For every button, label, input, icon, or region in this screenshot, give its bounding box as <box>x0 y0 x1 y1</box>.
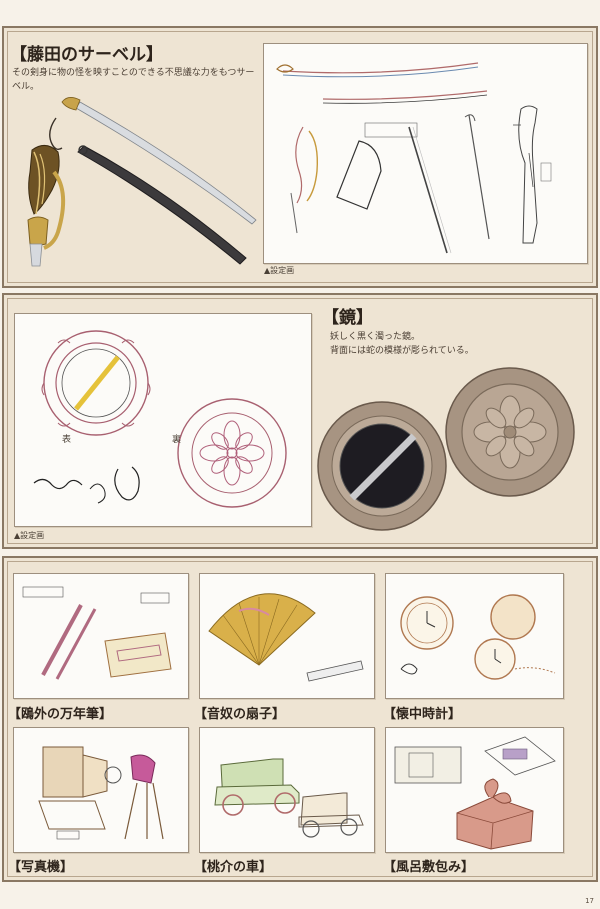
car-label: 【桃介の車】 <box>194 860 273 875</box>
saber-sheet-caption: ▲設定画 <box>264 266 295 275</box>
mirror-illustration <box>317 367 575 531</box>
pocket-watch-label: 【懐中時計】 <box>383 707 462 722</box>
fountain-pen-label: 【鴎外の万年筆】 <box>8 707 113 722</box>
folding-fan-sketch <box>208 593 364 682</box>
mirror-design-sheet <box>14 313 312 527</box>
saber-title: 【藤田のサーベル】 <box>10 45 163 65</box>
page-number: 17 <box>585 897 594 905</box>
mirror-sketches <box>33 330 287 508</box>
camera-label: 【写真機】 <box>8 860 74 875</box>
folding-fan-label: 【音奴の扇子】 <box>194 707 286 722</box>
car-sketch <box>214 758 364 838</box>
saber-sketches <box>276 62 552 254</box>
saber-description: その剣身に物の怪を映すことのできる不思議な力をもつサーベル。 <box>12 68 255 92</box>
bundle-sketch <box>394 736 556 850</box>
mirror-back-label: 裏 <box>172 435 182 445</box>
fountain-pen-sketch <box>22 586 172 680</box>
mirror-description-line2: 背面には蛇の模様が彫られている。 <box>330 346 474 356</box>
saber-illustration <box>27 97 257 267</box>
mirror-title: 【鏡】 <box>322 308 373 328</box>
mirror-description-line1: 妖しく黒く濁った鏡。 <box>330 332 421 342</box>
mirror-sheet-caption: ▲設定画 <box>14 531 45 540</box>
pocket-watch-sketch <box>400 594 556 680</box>
bundle-label: 【風呂敷包み】 <box>383 860 475 875</box>
camera-sketch <box>38 746 164 840</box>
mirror-front-label: 表 <box>62 435 72 445</box>
